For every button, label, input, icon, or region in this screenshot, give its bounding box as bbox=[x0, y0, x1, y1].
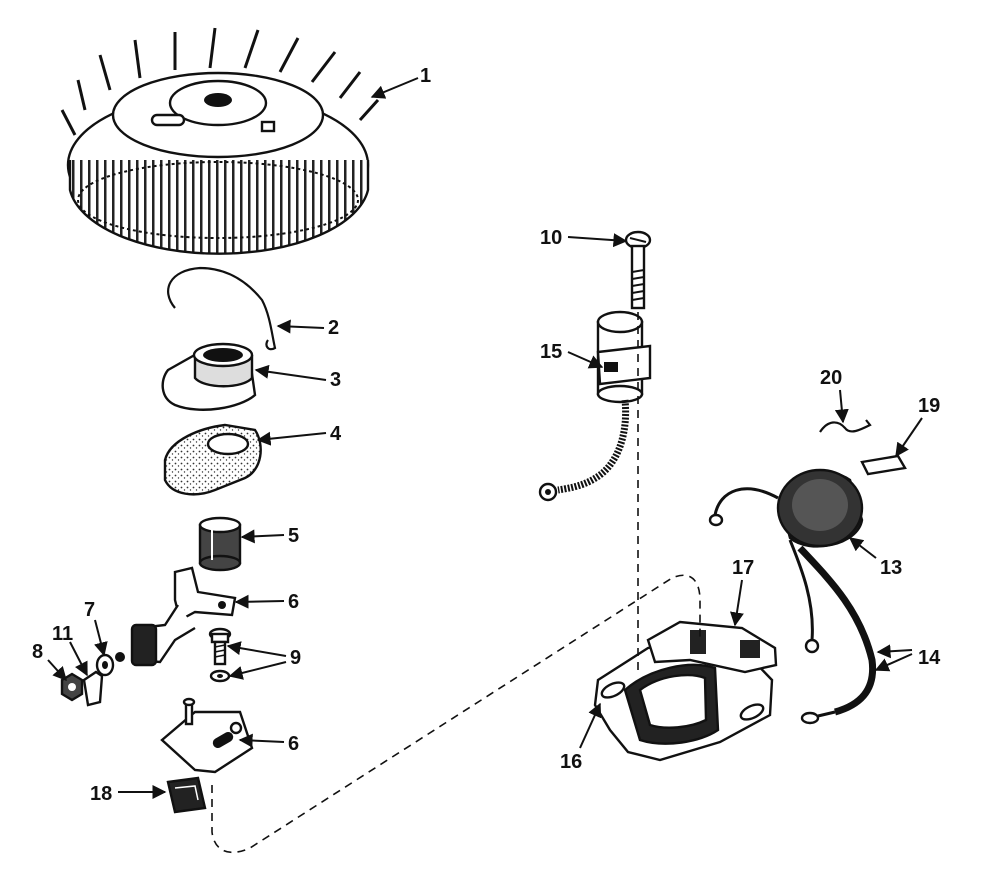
breaker-housing-part bbox=[593, 620, 778, 762]
callout-19: 19 bbox=[918, 395, 940, 417]
callout-11: 11 bbox=[52, 623, 73, 645]
base-plate-part bbox=[160, 697, 254, 774]
leader-lines bbox=[47, 77, 923, 799]
callout-3: 3 bbox=[330, 369, 341, 391]
bushing-part bbox=[198, 516, 242, 572]
callout-18: 18 bbox=[90, 783, 112, 805]
callout-5: 5 bbox=[288, 525, 299, 547]
callout-17: 17 bbox=[732, 557, 754, 579]
callout-20: 20 bbox=[820, 367, 842, 389]
callout-15: 15 bbox=[540, 341, 562, 363]
terminal-clip-part bbox=[82, 670, 104, 707]
callout-1: 1 bbox=[420, 65, 431, 87]
condenser-part bbox=[538, 310, 652, 502]
callout-4: 4 bbox=[330, 423, 342, 445]
spring-clip-part bbox=[167, 266, 277, 351]
bracket-sleeve-part bbox=[161, 342, 257, 411]
condenser-screw-part bbox=[624, 230, 652, 310]
callout-10: 10 bbox=[540, 227, 562, 249]
callout-6-upper: 6 bbox=[288, 591, 299, 613]
assembly-dashed-lines bbox=[211, 312, 701, 854]
washer-part bbox=[95, 653, 115, 677]
wire-clip-part bbox=[819, 419, 872, 433]
breaker-arm-part bbox=[115, 566, 237, 667]
lead-wires-part bbox=[797, 545, 877, 725]
ignition-coil-part bbox=[708, 468, 864, 654]
felt-pad-part bbox=[166, 776, 207, 814]
nut-part bbox=[60, 672, 84, 702]
callout-13: 13 bbox=[880, 557, 902, 579]
callout-2: 2 bbox=[328, 317, 339, 339]
callout-16: 16 bbox=[560, 751, 582, 773]
callout-14: 14 bbox=[918, 647, 941, 669]
screw-part bbox=[208, 627, 232, 683]
callout-7: 7 bbox=[84, 599, 95, 621]
callout-9: 9 bbox=[290, 647, 301, 669]
gasket-part bbox=[163, 423, 262, 496]
callout-6-lower: 6 bbox=[288, 733, 299, 755]
callout-8: 8 bbox=[32, 641, 43, 663]
pad-part bbox=[860, 454, 907, 476]
flywheel-part bbox=[60, 27, 380, 255]
